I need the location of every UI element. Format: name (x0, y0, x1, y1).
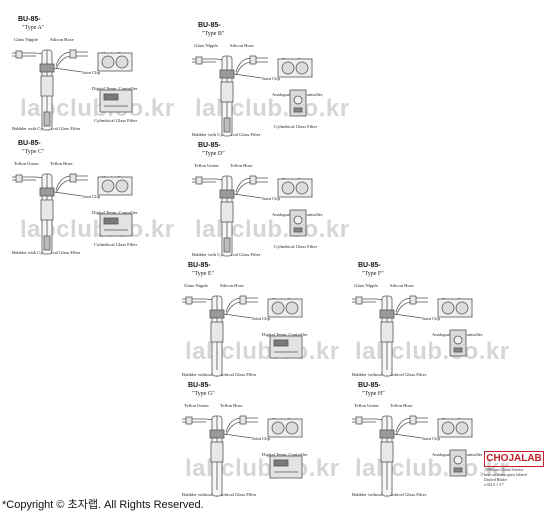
right-fitting-icon (249, 55, 257, 65)
left-fitting-icon (195, 176, 203, 185)
digital-controller-icon (99, 213, 133, 237)
bubbler-apparatus-drawing (352, 415, 473, 497)
right-fitting-label: Silicon Hose (220, 283, 244, 288)
digital-controller-icon (269, 455, 303, 479)
panel-type-label: "Type A" (22, 25, 45, 31)
left-fitting-label: Teflon Union (184, 403, 209, 408)
watermark-text: labclub.co.kr (355, 338, 510, 365)
cylindrical-filter-icon (223, 117, 231, 133)
bubbler-apparatus-drawing (352, 295, 473, 377)
controller-label: Digital Temp. Controller (262, 452, 308, 457)
filter-label: Cylindrical Glass Filter (94, 118, 138, 123)
right-fitting-label: Silicon Hose (50, 37, 74, 42)
joint-clip-icon (39, 187, 55, 197)
cylindrical-filter-icon (43, 111, 51, 127)
brand-line-3: Daybed Bidder (484, 478, 508, 482)
panel-model-title: BU-85- (18, 16, 41, 23)
watermark-text: labclub.co.kr (185, 338, 340, 365)
panel-type-label: "Type B" (202, 31, 225, 37)
panel-model-title: BU-85- (188, 262, 211, 269)
left-fitting-icon (355, 296, 363, 305)
joint-clip-icon (219, 189, 235, 199)
bubbler-apparatus-drawing (12, 173, 133, 255)
panel-type-label: "Type F" (362, 271, 384, 277)
left-fitting-label: Glass Nipple (194, 43, 218, 48)
right-fitting-label: Teflon Hose (50, 161, 73, 166)
controller-label: Digital Temp. Controller (262, 332, 308, 337)
right-fitting-icon (249, 175, 257, 185)
panel-model-title: BU-85- (188, 382, 211, 389)
panel-type-label: "Type G" (192, 391, 215, 397)
controller-label: Digital Temp. Controller (92, 210, 138, 215)
bubbler-apparatus-drawing (182, 415, 303, 497)
panel-model-title: BU-85- (358, 262, 381, 269)
panel-type-label: "Type C" (22, 149, 45, 155)
right-fitting-label: Silicon Hose (230, 43, 254, 48)
panel-type-label: "Type E" (192, 271, 214, 277)
left-fitting-label: Teflon Union (14, 161, 39, 166)
joint-clip-icon (379, 309, 395, 319)
panel-model-title: BU-85- (18, 140, 41, 147)
joint-clip-icon (209, 429, 225, 439)
joint-clip-icon (209, 309, 225, 319)
copyright-footer: *Copyright © 초자랩. All Rights Reserved. (2, 499, 204, 511)
right-fitting-icon (409, 295, 417, 305)
joint-clip-icon (219, 69, 235, 79)
filter-label: Cylindrical Glass Filter (274, 124, 318, 129)
controller-label: Digital Temp. Controller (92, 86, 138, 91)
bubbler-apparatus-drawing (182, 295, 303, 377)
right-fitting-icon (239, 415, 247, 425)
cylindrical-filter-icon (43, 235, 51, 251)
left-fitting-icon (195, 56, 203, 65)
joint-clip-label: Joint Clip (262, 76, 280, 81)
joint-clip-icon (39, 63, 55, 73)
right-fitting-icon (69, 49, 77, 59)
right-fitting-icon (239, 295, 247, 305)
digital-controller-icon (99, 89, 133, 113)
filter-label: Cylindrical Glass Filter (274, 244, 318, 249)
right-fitting-label: Teflon Hose (230, 163, 253, 168)
left-fitting-label: Glass Nipple (14, 37, 38, 42)
left-fitting-icon (15, 174, 23, 183)
right-fitting-icon (69, 173, 77, 183)
left-fitting-label: Glass Nipple (184, 283, 208, 288)
bubbler-apparatus-drawing (192, 55, 313, 137)
panel-type-label: "Type H" (362, 391, 385, 397)
right-fitting-label: Silicon Hose (390, 283, 414, 288)
filter-label: Cylindrical Glass Filter (94, 242, 138, 247)
left-fitting-label: Teflon Union (354, 403, 379, 408)
left-fitting-label: Teflon Union (194, 163, 219, 168)
joint-clip-label: Joint Clip (82, 70, 100, 75)
panel-model-title: BU-85- (358, 382, 381, 389)
joint-clip-label: Joint Clip (422, 316, 440, 321)
chojalab-brand-logo: CHOJALAB (484, 451, 544, 467)
joint-clip-label: Joint Clip (82, 194, 100, 199)
joint-clip-icon (379, 429, 395, 439)
left-fitting-icon (185, 416, 193, 425)
joint-clip-label: Joint Clip (252, 316, 270, 321)
panel-model-title: BU-85- (198, 22, 221, 29)
panel-model-title: BU-85- (198, 142, 221, 149)
brand-line-4: v.024 0 1 3 7 (484, 483, 504, 487)
joint-clip-label: Joint Clip (422, 436, 440, 441)
left-fitting-icon (355, 416, 363, 425)
left-fitting-icon (185, 296, 193, 305)
bubbler-apparatus-drawing (192, 175, 313, 257)
digital-controller-icon (269, 335, 303, 359)
bubbler-apparatus-drawing (12, 49, 133, 131)
brand-line-1: 1998 trust Global Science (484, 468, 524, 472)
left-fitting-label: Glass Nipple (354, 283, 378, 288)
right-fitting-label: Teflon Hose (390, 403, 413, 408)
joint-clip-label: Joint Clip (252, 436, 270, 441)
cylindrical-filter-icon (223, 237, 231, 253)
left-fitting-icon (15, 50, 23, 59)
right-fitting-label: Teflon Hose (220, 403, 243, 408)
right-fitting-icon (409, 415, 417, 425)
panel-type-label: "Type D" (202, 151, 225, 157)
joint-clip-label: Joint Clip (262, 196, 280, 201)
brand-line-2: best cut fitness glass labsted (484, 473, 527, 477)
